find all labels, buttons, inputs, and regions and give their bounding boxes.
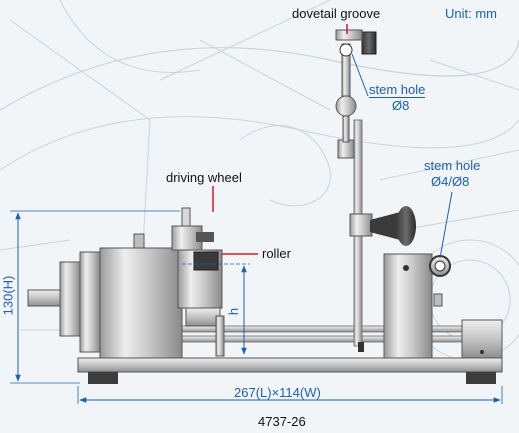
right-tailstock <box>383 253 451 359</box>
stem-hole-leaders <box>351 53 453 259</box>
driving-wheel-assembly <box>171 207 225 357</box>
left-spindle-unit <box>27 233 183 359</box>
callout-leaders <box>212 24 348 255</box>
driving-wheel-label: driving wheel <box>166 170 242 185</box>
stem-hole-top-size: Ø8 <box>392 98 410 113</box>
h-dimension-label: h <box>226 307 242 316</box>
guide-rails <box>179 319 503 359</box>
stem-hole-right-label: stem hole <box>424 158 481 173</box>
model-number-label: 4737-26 <box>258 414 306 429</box>
dimension-lines <box>10 210 503 404</box>
stem-hole-top-label: stem hole <box>369 82 426 98</box>
dovetail-groove-label: dovetail groove <box>292 6 381 21</box>
indicator-stand <box>335 29 416 352</box>
stem-hole-right-size: Ø4/Ø8 <box>431 174 470 189</box>
base-plate <box>77 357 503 384</box>
height-dimension-label: 130(H) <box>0 275 16 316</box>
unit-label: Unit: mm <box>445 6 497 21</box>
length-width-dimension-label: 267(L)×114(W) <box>234 385 321 400</box>
roller-label: roller <box>262 246 291 261</box>
